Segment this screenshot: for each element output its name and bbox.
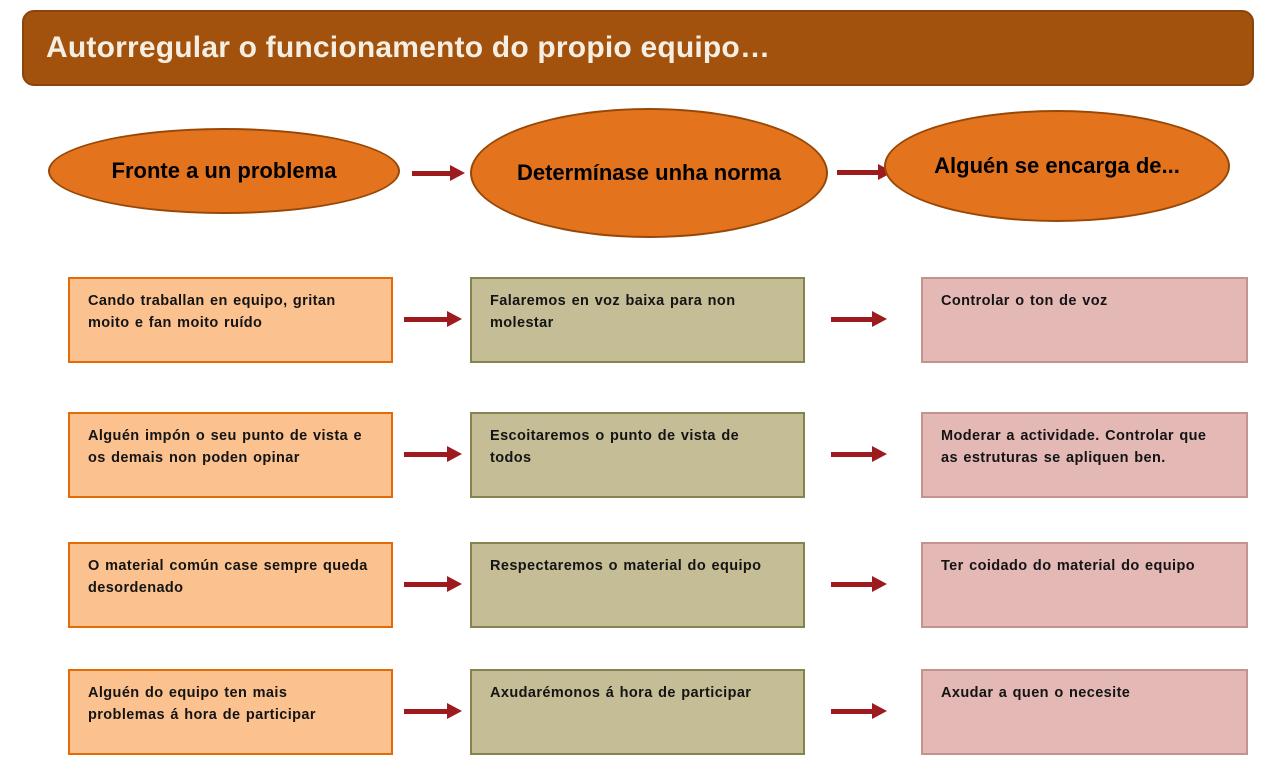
arrow-right-icon	[831, 311, 887, 327]
arrow-shaft	[404, 581, 447, 587]
header-ellipse-norm: Determínase unha norma	[470, 108, 828, 238]
arrow-right-icon	[404, 703, 462, 719]
arrow-shaft	[831, 316, 872, 322]
arrow-head	[447, 576, 462, 592]
arrow-head	[872, 446, 887, 462]
header-ellipse-charge: Alguén se encarga de...	[884, 110, 1230, 222]
arrow-right-icon	[412, 165, 465, 181]
arrow-head	[447, 311, 462, 327]
norm-box: Axudarémonos á hora de participar	[470, 669, 805, 755]
charge-box: Axudar a quen o necesite	[921, 669, 1248, 755]
arrow-shaft	[412, 170, 450, 176]
arrow-right-icon	[404, 446, 462, 462]
arrow-head	[447, 446, 462, 462]
arrow-shaft	[831, 451, 872, 457]
header-ellipse-problem: Fronte a un problema	[48, 128, 400, 214]
norm-box: Respectaremos o material do equipo	[470, 542, 805, 628]
arrow-shaft	[831, 581, 872, 587]
arrow-right-icon	[404, 311, 462, 327]
problem-box: O material común case sempre queda desor…	[68, 542, 393, 628]
norm-box: Falaremos en voz baixa para non molestar	[470, 277, 805, 363]
arrow-right-icon	[404, 576, 462, 592]
arrow-right-icon	[831, 703, 887, 719]
norm-box: Escoitaremos o punto de vista de todos	[470, 412, 805, 498]
arrow-shaft	[404, 708, 447, 714]
arrow-shaft	[837, 169, 878, 175]
arrow-head	[450, 165, 465, 181]
problem-box: Cando traballan en equipo, gritan moito …	[68, 277, 393, 363]
arrow-head	[872, 311, 887, 327]
arrow-shaft	[404, 451, 447, 457]
arrow-shaft	[831, 708, 872, 714]
arrow-right-icon	[831, 446, 887, 462]
charge-box: Moderar a actividade. Controlar que as e…	[921, 412, 1248, 498]
arrow-head	[447, 703, 462, 719]
arrow-head	[872, 703, 887, 719]
page-title: Autorregular o funcionamento do propio e…	[22, 10, 1254, 86]
arrow-head	[872, 576, 887, 592]
arrow-shaft	[404, 316, 447, 322]
problem-box: Alguén do equipo ten mais problemas á ho…	[68, 669, 393, 755]
problem-box: Alguén impón o seu punto de vista e os d…	[68, 412, 393, 498]
charge-box: Ter coidado do material do equipo	[921, 542, 1248, 628]
charge-box: Controlar o ton de voz	[921, 277, 1248, 363]
arrow-right-icon	[831, 576, 887, 592]
